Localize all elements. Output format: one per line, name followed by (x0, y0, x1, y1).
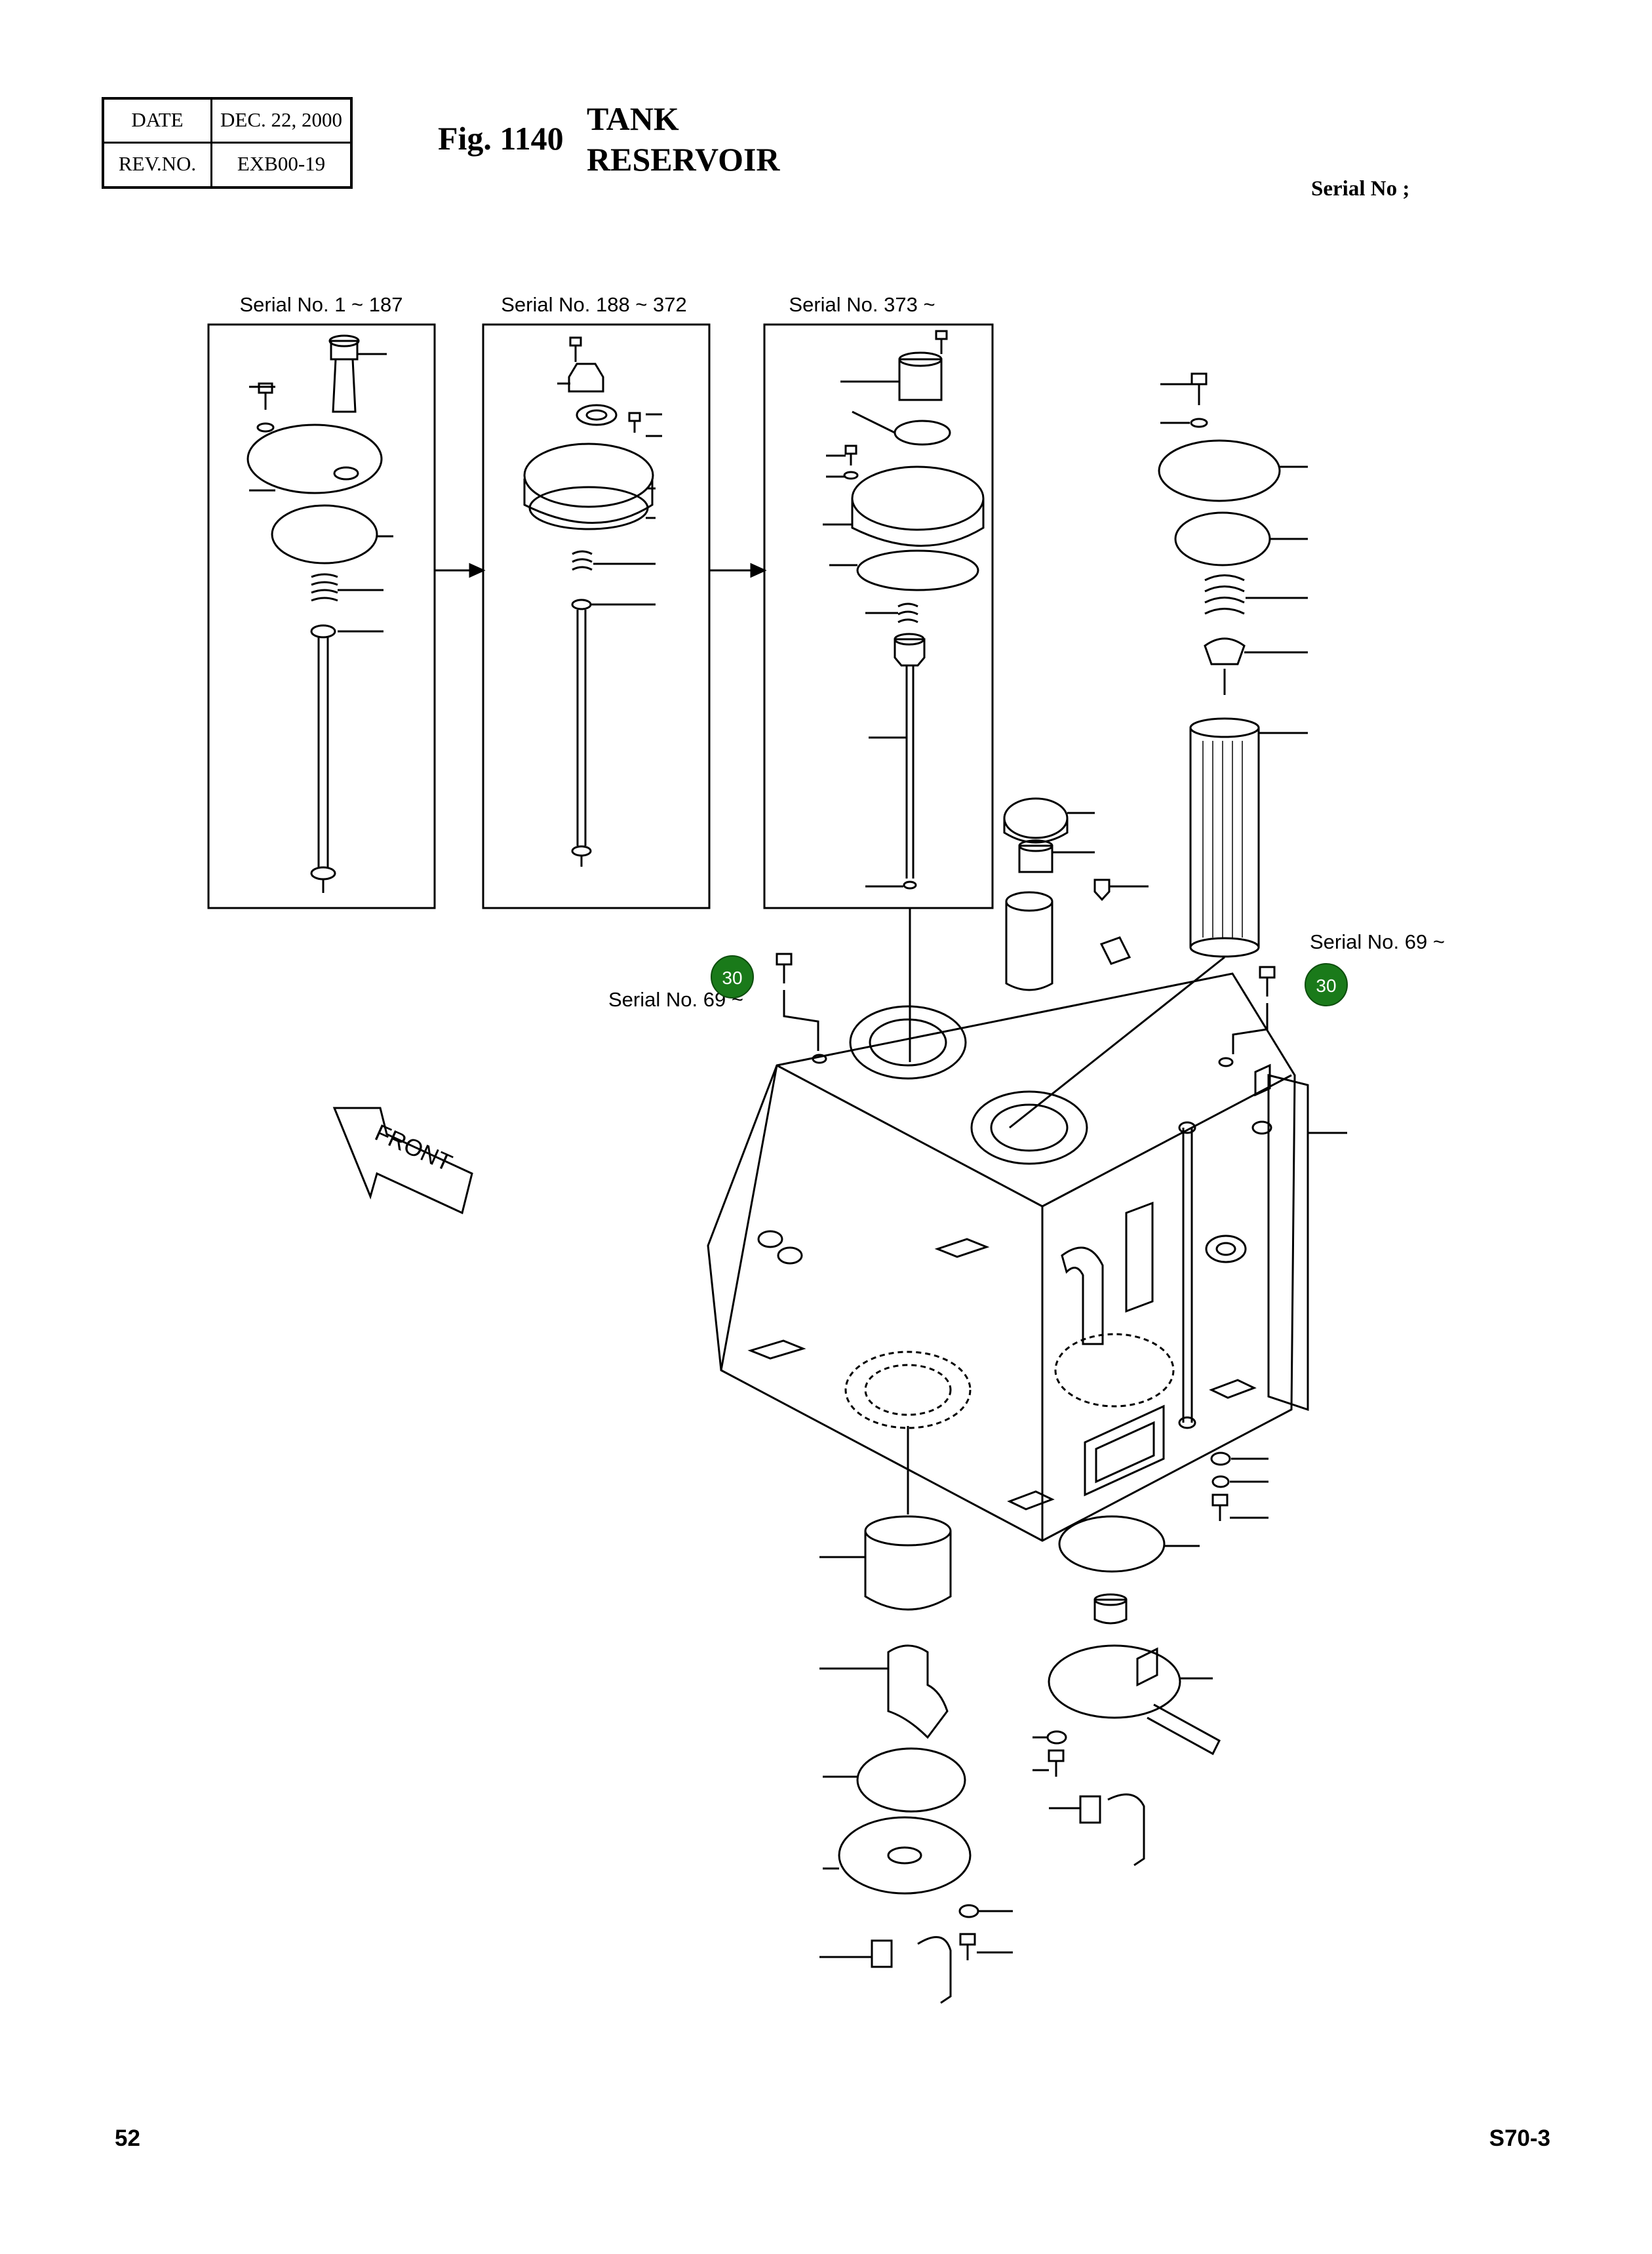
variant-label-1: Serial No. 1 ~ 187 (239, 293, 403, 316)
date-value: DEC. 22, 2000 (220, 108, 342, 131)
return-filter-stack (1009, 372, 1308, 1129)
panel-3-parts (823, 330, 985, 1062)
table-divider (104, 142, 350, 144)
figure-number: Fig. 1140 (438, 120, 564, 157)
front-arrow-icon: FRONT (332, 1107, 473, 1215)
suction-strainer (819, 1426, 1013, 2004)
date-label: DATE (131, 108, 184, 131)
callout-right-label: 30 (1316, 976, 1336, 996)
variant-label-2: Serial No. 188 ~ 372 (501, 293, 687, 316)
breather-cap (1003, 797, 1149, 901)
revision-table: DATE DEC. 22, 2000 REV.NO. EXB00-19 (102, 97, 353, 189)
rev-label: REV.NO. (118, 152, 197, 175)
side-bolts (1210, 1452, 1268, 1521)
callout-left-label: 30 (722, 968, 742, 988)
variant-panel-3 (763, 323, 994, 909)
rev-value: EXB00-19 (237, 152, 326, 175)
callout-left: 30 (711, 955, 754, 998)
panel-arrow (435, 563, 767, 578)
top-bolts (776, 953, 1276, 1067)
variant-label-3: Serial No. 373 ~ (789, 293, 935, 316)
panel-2-parts (523, 336, 662, 867)
model-code: S70-3 (1489, 2125, 1550, 2151)
drain-cover (1032, 1515, 1221, 1867)
figure-title: TANK RESERVOIR (587, 98, 780, 180)
serial-header: Serial No ; (1311, 177, 1410, 201)
page-number: 52 (115, 2125, 140, 2151)
title-line-1: TANK (587, 100, 679, 137)
callout-right: 30 (1305, 963, 1348, 1006)
panel-1-parts (246, 334, 393, 893)
title-line-2: RESERVOIR (587, 141, 780, 178)
hydraulic-tank-body (707, 891, 1347, 1542)
serial-69-right-label: Serial No. 69 ~ (1310, 930, 1445, 953)
variant-panel-2 (482, 323, 711, 909)
front-arrow-label: FRONT (371, 1118, 456, 1176)
variant-panel-1 (207, 323, 436, 909)
